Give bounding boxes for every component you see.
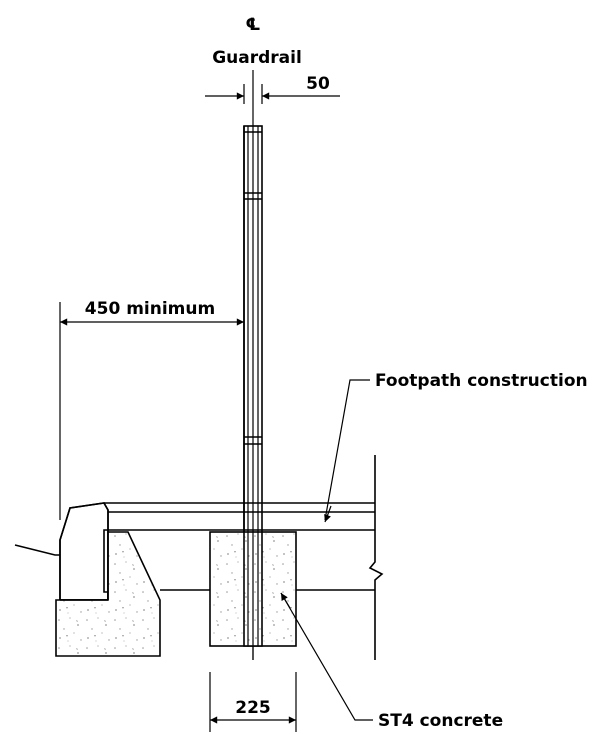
footpath-label: Footpath construction [375, 371, 588, 391]
guardrail-label: Guardrail [212, 48, 302, 68]
post-width-dimension: 50 [205, 74, 340, 104]
centerline-symbol: ℄ [245, 15, 260, 35]
offset-value: 450 minimum [85, 299, 215, 319]
post-width-value: 50 [306, 74, 330, 94]
concrete-leader [280, 592, 373, 721]
footing-width-value: 225 [235, 698, 271, 718]
kerb [14, 502, 109, 601]
concrete-label: ST4 concrete [378, 711, 503, 731]
footing-width-dimension: 225 [209, 672, 297, 732]
footpath-layers [104, 455, 384, 660]
footpath-leader [324, 379, 370, 521]
offset-dimension: 450 minimum [59, 299, 244, 520]
